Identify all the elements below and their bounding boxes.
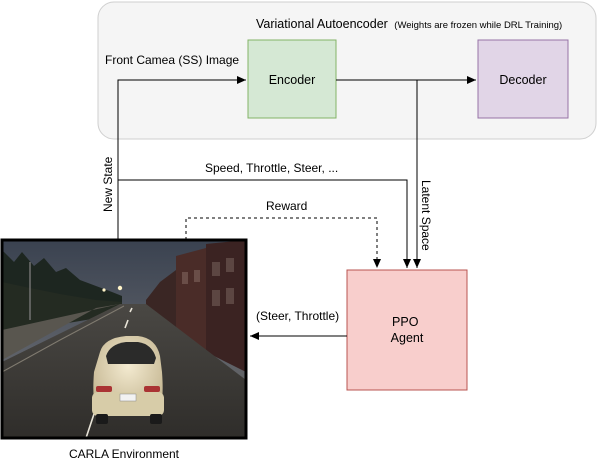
encoder-label: Encoder [269,73,316,87]
ppo-agent-box[interactable] [346,269,468,391]
front-camera-label: Front Camea (SS) Image [105,53,239,67]
camera-to-encoder-arrow [117,76,246,240]
action-label: (Steer, Throttle) [256,309,339,323]
carla-environment-image [0,238,248,440]
speed-throttle-arrow [118,179,411,268]
carla-environment-caption: CARLA Environment [69,447,180,461]
ppo-agent-label: PPO Agent [391,315,424,345]
vae-container [97,1,597,140]
new-state-label: New State [101,156,115,212]
encoder-box[interactable] [247,39,337,119]
speed-throttle-label: Speed, Throttle, Steer, ... [205,161,338,175]
decoder-label: Decoder [499,73,546,87]
vae-title: Variational Autoencoder (Weights are fro… [256,17,562,31]
decoder-box[interactable] [477,39,569,119]
latent-space-label: Latent Space [419,180,433,251]
reward-label: Reward [266,199,307,213]
